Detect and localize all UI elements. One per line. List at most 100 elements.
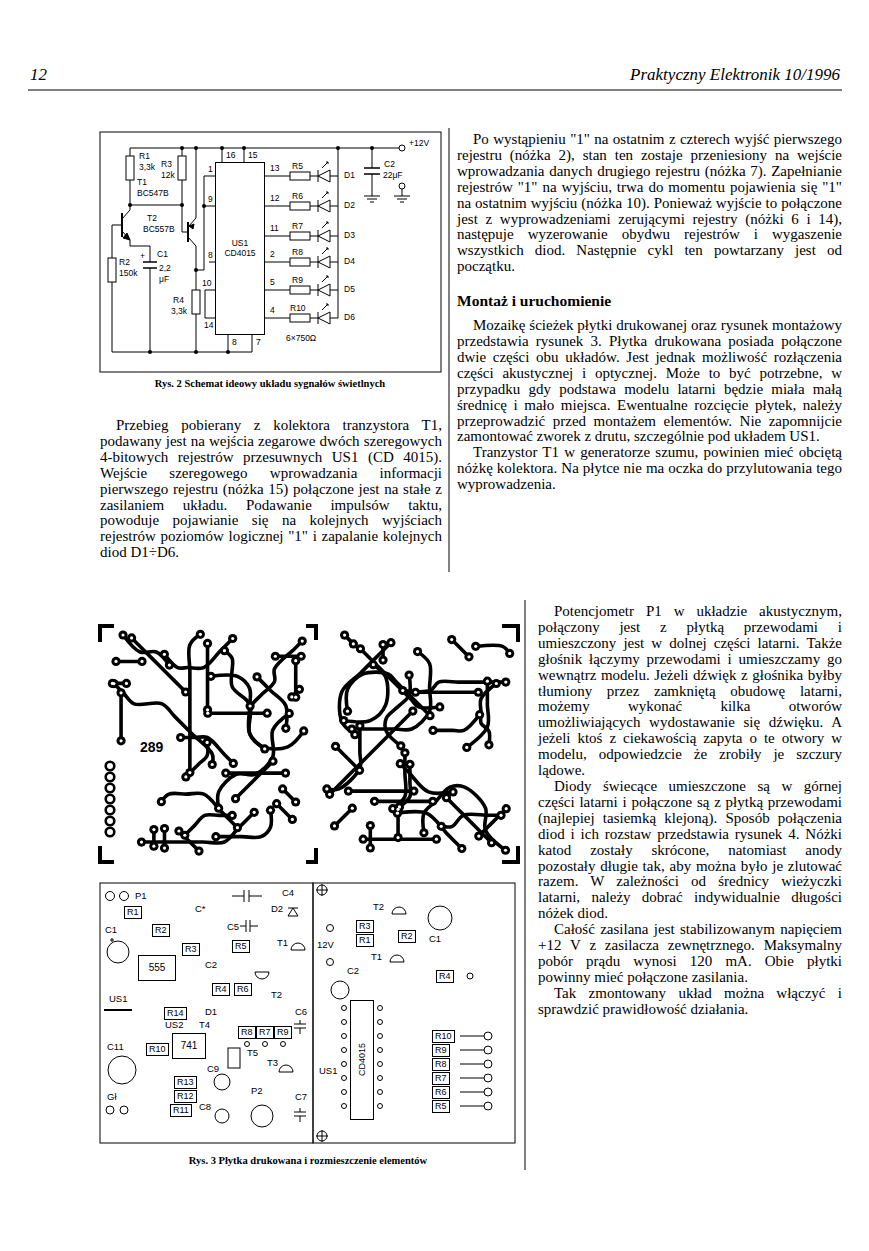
value-label: 2,2 <box>158 264 172 273</box>
solder-pad <box>278 784 287 793</box>
part-label: T2 <box>146 214 158 223</box>
part-label: C4 <box>281 888 295 898</box>
copper-trace <box>141 812 254 843</box>
solder-pad <box>355 721 364 730</box>
junction-dot <box>370 146 374 150</box>
drill-hole <box>399 762 402 765</box>
solder-pad <box>228 811 237 820</box>
pin-number: 16 <box>225 151 236 160</box>
solder-pad <box>288 815 297 824</box>
pcb-assembly <box>317 1131 327 1141</box>
solder-pad <box>268 757 277 766</box>
copper-trace <box>236 761 273 798</box>
drill-hole <box>422 831 425 834</box>
schematic <box>130 148 131 156</box>
pcb-assembly <box>214 1074 230 1090</box>
drill-hole <box>232 762 235 765</box>
copper-trace <box>250 641 302 706</box>
drill-hole <box>504 680 507 683</box>
schematic <box>265 206 338 207</box>
drill-hole <box>401 689 404 692</box>
part-label: R3 <box>356 920 374 933</box>
solder-pad <box>149 842 158 851</box>
solder-pad <box>108 679 117 688</box>
drill-hole <box>495 682 498 685</box>
drill-hole <box>111 682 114 685</box>
paragraph: Przebieg pobierany z kolektora tranzysto… <box>100 418 442 561</box>
copper-trace <box>164 638 232 668</box>
solder-pad <box>245 701 254 710</box>
drill-hole <box>188 771 191 774</box>
part-label: R6 <box>291 192 304 201</box>
solder-pad <box>325 790 334 799</box>
drill-hole <box>248 704 251 707</box>
solder-pad <box>106 784 115 793</box>
part-label: C1 <box>104 925 118 935</box>
solder-pad <box>457 844 466 853</box>
part-label: T1 <box>276 938 289 948</box>
pin-number: 8 <box>207 251 214 260</box>
text-column: Przebieg pobierany z kolektora tranzysto… <box>100 418 442 561</box>
pin-number: 7 <box>255 338 262 347</box>
chip-name: CD4015 <box>224 249 255 259</box>
paragraph: Tak zmontowany układ można włączyć i spr… <box>538 986 842 1018</box>
led-pad <box>484 1032 492 1040</box>
schematic <box>290 314 310 322</box>
pcb-assembly <box>279 1065 293 1072</box>
solder-pad <box>281 768 290 777</box>
pcb-assembly <box>294 1108 306 1122</box>
solder-pad <box>428 726 437 735</box>
drill-hole <box>412 790 415 793</box>
part-label: D5 <box>343 285 356 294</box>
drill-hole <box>408 673 411 676</box>
drill-hole <box>275 802 278 805</box>
ic-box: US1CD4015 <box>215 162 265 335</box>
part-label: C5 <box>226 922 240 932</box>
solder-pad <box>425 711 434 720</box>
solder-pad <box>106 817 115 826</box>
drill-hole <box>391 807 394 810</box>
schematic <box>265 236 338 237</box>
part-label: D2 <box>343 201 356 210</box>
drill-hole <box>288 712 291 715</box>
part-label: R1 <box>124 906 142 919</box>
schematic <box>150 268 151 352</box>
solder-pad <box>428 797 437 806</box>
pcb-assembly <box>327 959 334 966</box>
drill-hole <box>353 733 356 736</box>
part-label: R13 <box>174 1076 197 1089</box>
drill-hole <box>301 639 304 642</box>
schematic <box>178 156 186 180</box>
solder-pad <box>260 744 269 753</box>
drill-hole <box>274 655 277 658</box>
solder-pad <box>356 644 365 653</box>
drill-hole <box>284 727 287 730</box>
solder-pad <box>137 837 146 846</box>
part-label: R4 <box>436 970 454 983</box>
schematic <box>290 202 310 210</box>
drill-hole <box>477 691 480 694</box>
drill-hole <box>334 745 337 748</box>
pin-number: 12 <box>269 194 280 203</box>
drill-hole <box>211 763 214 766</box>
copper-trace <box>208 711 267 715</box>
part-label: D1 <box>204 1007 218 1017</box>
drill-hole <box>343 634 346 637</box>
pin-number: 15 <box>247 151 258 160</box>
chip-name: 555 <box>149 962 166 974</box>
part-label: R9 <box>291 276 304 285</box>
running-head: Praktyczny Elektronik 10/1996 <box>630 66 840 83</box>
drill-hole <box>266 712 269 715</box>
pcb-assembly <box>110 938 114 942</box>
part-label: R4 <box>212 983 230 996</box>
solder-pad <box>355 766 364 775</box>
solder-pad <box>501 846 510 855</box>
pcb-assembly <box>467 973 473 979</box>
schematic <box>318 230 330 242</box>
drill-hole <box>358 769 361 772</box>
pcb-mosaic <box>502 626 518 642</box>
part-label: R11 <box>170 1104 192 1117</box>
schematic <box>100 132 441 372</box>
schematic <box>318 256 330 268</box>
drill-hole <box>487 743 490 746</box>
